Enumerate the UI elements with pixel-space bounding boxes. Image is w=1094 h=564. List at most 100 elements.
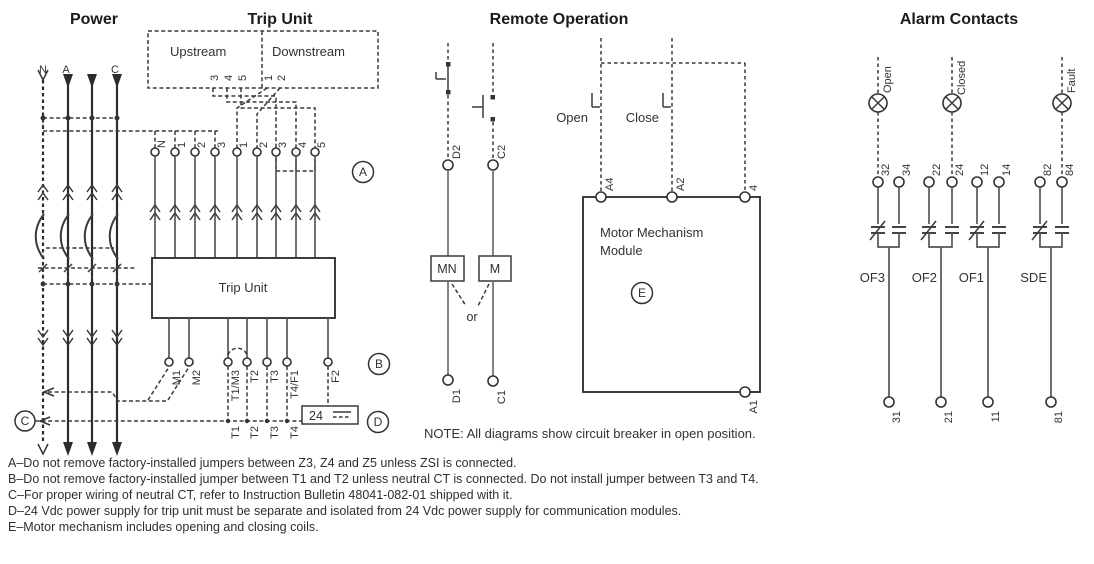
neutral-ct-terminal-labels: T1 T2 T3 T4 bbox=[230, 426, 301, 439]
t1-t2-factory-jumper bbox=[227, 347, 248, 356]
contact-group-label-of1: OF1 bbox=[959, 270, 984, 285]
or-link-right bbox=[477, 283, 490, 307]
trip-unit-box-label: Trip Unit bbox=[219, 280, 268, 295]
alarm-top-terminal-labels: 32 34 22 24 12 14 82 84 bbox=[880, 164, 1076, 176]
footnote-c: C–For proper wiring of neutral CT, refer… bbox=[8, 488, 512, 502]
terminal-label: 34 bbox=[901, 164, 913, 176]
terminal-label-c1: C1 bbox=[496, 390, 508, 404]
outgoing-arrow-n bbox=[37, 443, 49, 456]
m-coil-label: M bbox=[490, 262, 500, 276]
diagram-note: NOTE: All diagrams show circuit breaker … bbox=[424, 426, 756, 441]
contact-group-label-of3: OF3 bbox=[860, 270, 885, 285]
top-lead-chevrons bbox=[149, 203, 321, 221]
terminal-label-a1: A1 bbox=[748, 400, 760, 413]
open-button-label: Open bbox=[556, 110, 588, 125]
terminal-label-a2: A2 bbox=[675, 178, 687, 191]
alarm-bottom-terminals bbox=[883, 396, 1057, 408]
callout-c: C bbox=[21, 414, 30, 428]
trip-unit-box bbox=[151, 257, 336, 319]
motor-mechanism-module-box bbox=[582, 196, 761, 393]
terminal-label: T2 bbox=[249, 426, 261, 439]
terminal-label: 4 bbox=[297, 142, 309, 148]
m-coil-branch: C2 M C1 bbox=[472, 43, 512, 404]
terminal-label: 11 bbox=[990, 411, 1002, 422]
lamp-label-open: Open bbox=[882, 66, 894, 93]
drawout-contacts-lower bbox=[37, 329, 123, 347]
zsi-pin-5: 5 bbox=[237, 75, 249, 81]
alarm-top-terminals bbox=[872, 176, 1068, 188]
lamp-label-fault: Fault bbox=[1066, 69, 1078, 93]
module-label-line2: Module bbox=[600, 243, 643, 258]
nc-contact-slashes bbox=[869, 220, 1048, 241]
no-button-contact-icon bbox=[490, 95, 495, 100]
power-section: N A C bbox=[14, 64, 302, 456]
open-button-icon bbox=[591, 93, 600, 108]
trip-unit-top-terminals bbox=[149, 147, 321, 258]
or-link-left bbox=[451, 283, 467, 307]
downstream-label: Downstream bbox=[272, 44, 345, 59]
power-title: Power bbox=[70, 11, 118, 28]
ct-wiring bbox=[38, 263, 152, 287]
remote-operation-title: Remote Operation bbox=[490, 11, 629, 28]
terminal-label-a4: A4 bbox=[604, 178, 616, 191]
callout-e: E bbox=[638, 286, 646, 300]
alarm-bottom-terminal-labels: 31 21 11 81 bbox=[891, 411, 1065, 423]
terminal-label: T4 bbox=[289, 426, 301, 439]
callout-d: D bbox=[374, 415, 383, 429]
dc-symbol-icon bbox=[333, 411, 351, 418]
footnote-d: D–24 Vdc power supply for trip unit must… bbox=[8, 504, 681, 518]
terminal-label: 1 bbox=[238, 142, 250, 148]
callout-a: A bbox=[359, 165, 367, 179]
remote-operation-section: D2 MN D1 C2 M C1 or bbox=[424, 38, 761, 441]
terminal-label: 12 bbox=[979, 164, 991, 176]
alarm-contacts-section: Open Closed Fault 32 34 2 bbox=[860, 57, 1078, 423]
contact-pair-joins bbox=[877, 233, 1063, 397]
phase-label-a: A bbox=[62, 64, 70, 76]
terminal-label-d1: D1 bbox=[451, 389, 463, 403]
nc-button-contact-icon bbox=[446, 62, 451, 67]
terminal-label: 1 bbox=[176, 142, 188, 148]
phase-label-c: C bbox=[111, 64, 119, 76]
callout-e-circle bbox=[630, 281, 654, 305]
terminal-label: M2 bbox=[191, 370, 203, 385]
terminal-label: 84 bbox=[1064, 164, 1076, 176]
mn-coil-label: MN bbox=[437, 262, 456, 276]
terminal-label-c2: C2 bbox=[496, 145, 508, 159]
terminal-label: T1 bbox=[230, 426, 242, 439]
callout-c-circle bbox=[14, 410, 36, 432]
mn-coil-branch: D2 MN D1 bbox=[430, 43, 465, 403]
fault-lamp-icon: Fault bbox=[1052, 57, 1078, 177]
dc-power-supply: 24 bbox=[301, 405, 359, 425]
footnote-e: E–Motor mechanism includes opening and c… bbox=[8, 520, 319, 534]
terminal-label: 24 bbox=[954, 164, 966, 176]
terminal-label: 3 bbox=[216, 142, 228, 148]
module-label-line1: Motor Mechanism bbox=[600, 225, 703, 240]
terminal-label: 21 bbox=[943, 411, 955, 423]
zsi-box bbox=[147, 30, 379, 89]
voltage-tap-drops bbox=[154, 131, 216, 148]
terminal-label: 32 bbox=[880, 164, 892, 176]
dc-supply-voltage: 24 bbox=[309, 409, 323, 423]
terminal-label: 22 bbox=[931, 164, 943, 176]
phase-label-n: N bbox=[39, 64, 47, 76]
zsi-pin-4: 4 bbox=[223, 75, 235, 81]
outgoing-arrow-b bbox=[87, 442, 97, 456]
closed-lamp-icon: Closed bbox=[942, 57, 968, 177]
neutral-ct-wiring bbox=[35, 366, 302, 426]
footnote-b: B–Do not remove factory-installed jumper… bbox=[8, 472, 759, 486]
alarm-lamps: Open Closed Fault bbox=[868, 57, 1078, 177]
trip-unit-title: Trip Unit bbox=[248, 11, 314, 28]
callout-a-circle bbox=[351, 160, 375, 184]
incoming-arrow-a bbox=[63, 74, 73, 88]
incoming-arrow-c bbox=[112, 74, 122, 88]
terminal-label: 14 bbox=[1001, 164, 1013, 176]
terminal-label: 3 bbox=[277, 142, 289, 148]
terminal-label: T4/F1 bbox=[289, 370, 301, 399]
terminal-label: T3 bbox=[269, 426, 281, 439]
alarm-contacts-title: Alarm Contacts bbox=[900, 11, 1018, 28]
terminal-label: 2 bbox=[196, 142, 208, 148]
callout-d-circle bbox=[366, 410, 390, 434]
zsi-pin-3: 3 bbox=[209, 75, 221, 81]
terminal-label: 31 bbox=[891, 411, 903, 423]
